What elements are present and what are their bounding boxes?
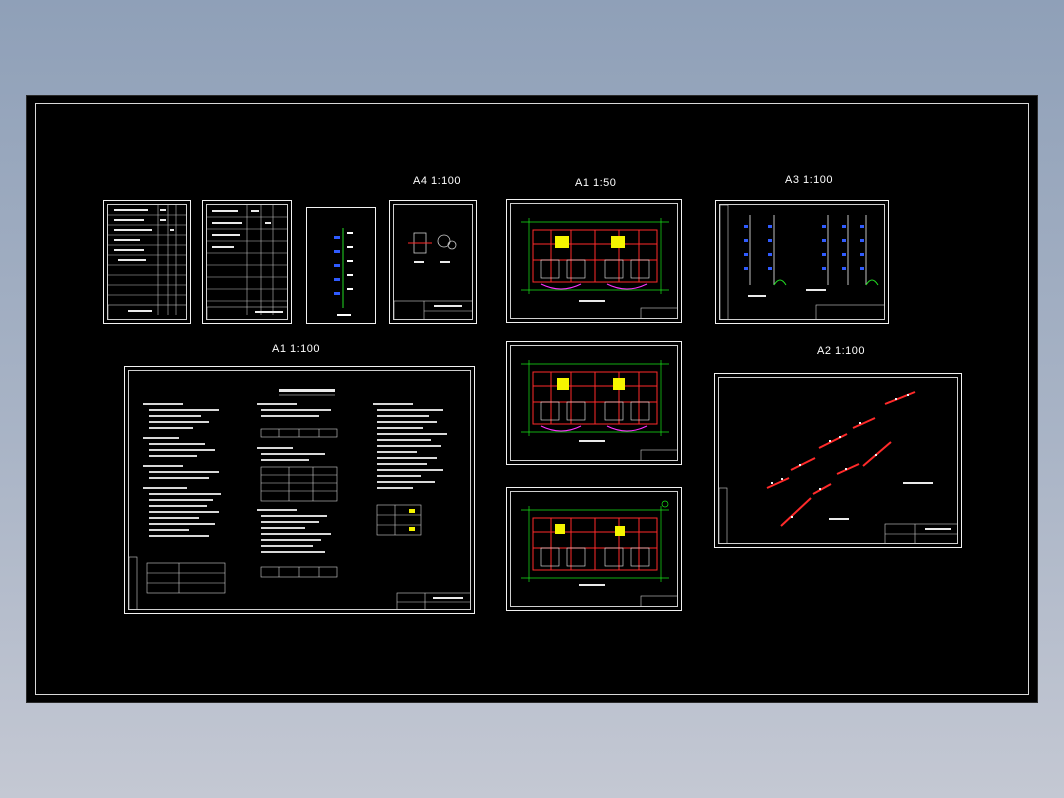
outer-drawing-frame xyxy=(35,103,1029,695)
sheet-a2-pipe-axonometric[interactable] xyxy=(714,373,962,548)
riser-diagram-small xyxy=(334,228,353,316)
sheet-material-schedule-1[interactable] xyxy=(103,200,191,324)
sheet-a3-riser-diagrams[interactable] xyxy=(715,200,889,324)
sheet-label-a2: A2 1:100 xyxy=(817,345,866,357)
a4-detail-drawing xyxy=(394,232,472,319)
sheet-label-a3: A3 1:100 xyxy=(785,174,834,186)
sheet-floor-plan-1[interactable] xyxy=(506,199,682,323)
sheet-a4-detail[interactable] xyxy=(389,200,477,324)
sheet-design-notes[interactable] xyxy=(124,366,475,614)
sheet-label-a1-plan: A1 1:50 xyxy=(575,177,617,189)
drawing-canvas[interactable]: A4 1:100 A1 1:50 A3 1:100 A1 1:100 A2 1:… xyxy=(26,95,1038,703)
floor-plan-2 xyxy=(521,360,677,460)
floor-plan-3 xyxy=(521,500,677,606)
sheet-floor-plan-2[interactable] xyxy=(506,341,682,465)
sheet-material-schedule-2[interactable] xyxy=(202,200,292,324)
sheet-floor-plan-3[interactable] xyxy=(506,487,682,611)
design-notes-text xyxy=(129,389,470,609)
floor-plan-1 xyxy=(521,218,677,318)
sheet-label-a1-notes: A1 1:100 xyxy=(272,343,321,355)
a3-riser-diagrams xyxy=(720,205,884,319)
pipe-axonometric xyxy=(719,391,957,543)
sheet-riser-diagram-small[interactable] xyxy=(306,207,376,324)
sheet-label-a4: A4 1:100 xyxy=(413,175,462,187)
schedule-table-2 xyxy=(207,205,287,319)
schedule-table-1 xyxy=(108,205,186,319)
